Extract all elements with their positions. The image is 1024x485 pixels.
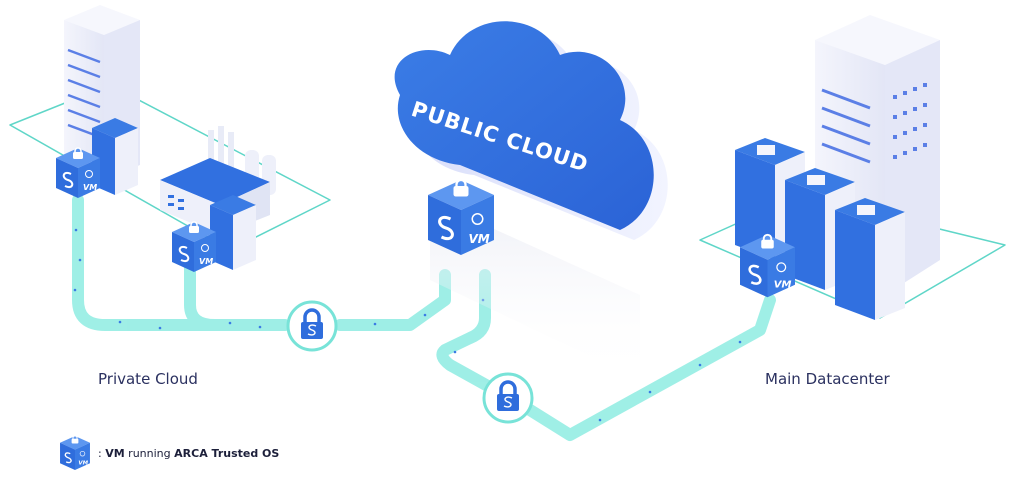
vm-cube-icon-datacenter: [738, 233, 797, 299]
legend: : VM running ARCA Trusted OS: [60, 436, 279, 470]
vm-cube-icon-private-1: [55, 147, 101, 199]
server-icon-private-2: [210, 195, 256, 270]
private-cloud-label: Private Cloud: [98, 370, 198, 388]
vm-cube-icon-public: [426, 178, 496, 257]
main-datacenter-label: Main Datacenter: [765, 370, 890, 388]
vm-cube-icon-private-2: [171, 221, 217, 273]
lock-icon-datacenter-link: [482, 372, 534, 424]
lock-icon-private-link: [286, 300, 338, 352]
legend-text: : VM running ARCA Trusted OS: [98, 446, 280, 460]
vm-cube-icon-legend: [60, 436, 90, 470]
server-icon-dc-3: [835, 198, 905, 320]
